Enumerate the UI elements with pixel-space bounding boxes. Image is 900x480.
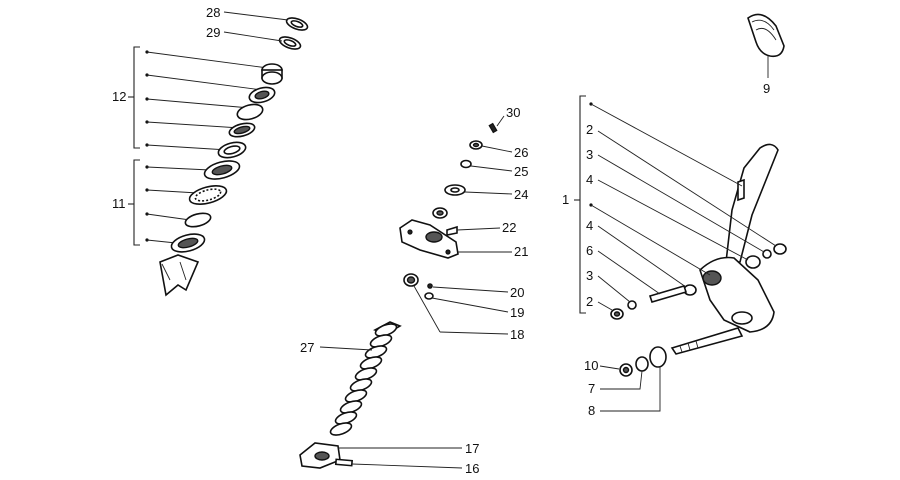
callout-26: 26 [514, 145, 528, 160]
callout-8: 8 [588, 403, 595, 418]
nut-20 [427, 283, 433, 289]
callout-21: 21 [514, 244, 528, 259]
callout-19: 19 [510, 305, 524, 320]
callout-9: 9 [763, 81, 770, 96]
callout-28: 28 [206, 5, 220, 20]
steering-bearing-assembly: 12 11 [112, 5, 309, 297]
washer-19 [424, 292, 434, 300]
callout-4a: 4 [586, 172, 593, 187]
callout-27: 27 [300, 340, 314, 355]
kick-lever-arm [725, 143, 779, 263]
washer-7 [635, 356, 649, 372]
callout-2a: 2 [586, 122, 593, 137]
bush-2-upper [773, 243, 787, 255]
o-ring-4-upper [745, 255, 761, 269]
callout-12: 12 [112, 89, 126, 104]
lower-race [184, 212, 212, 228]
fork-stem [159, 254, 200, 297]
callout-18: 18 [510, 327, 524, 342]
callout-30: 30 [506, 105, 520, 120]
nut-25 [460, 159, 472, 169]
callout-20: 20 [510, 285, 524, 300]
coil-spring-27 [329, 323, 398, 436]
bracket-12 [133, 46, 140, 149]
callout-17: 17 [465, 441, 479, 456]
screw-22 [446, 225, 458, 236]
callout-25: 25 [514, 164, 528, 179]
plate-assembly: 30 26 25 24 22 21 18 19 20 [399, 105, 528, 342]
washer-3-upper [762, 249, 772, 259]
screw-16 [334, 458, 354, 467]
callout-1: 1 [562, 192, 569, 207]
pin-30 [488, 122, 498, 134]
callout-16: 16 [465, 461, 479, 476]
upper-race [236, 103, 264, 121]
callout-6: 6 [586, 243, 593, 258]
bracket-11 [133, 159, 140, 246]
kick-shaft [670, 327, 744, 355]
bracket-1 [579, 95, 586, 314]
callout-2b: 2 [586, 294, 593, 309]
spring-assembly: 27 17 16 [299, 321, 479, 476]
kick-start-assembly: 9 1 2 3 4 [562, 13, 787, 418]
callout-10: 10 [584, 358, 598, 373]
callout-29: 29 [206, 25, 220, 40]
callout-24: 24 [514, 187, 528, 202]
callout-7: 7 [588, 381, 595, 396]
circlip-8 [649, 346, 667, 368]
pin-6 [648, 285, 688, 303]
callout-3a: 3 [586, 147, 593, 162]
callout-22: 22 [502, 220, 516, 235]
washer-3-lower [627, 300, 637, 310]
callout-11: 11 [112, 196, 126, 211]
callout-3b: 3 [586, 268, 593, 283]
pedal-rubber-9 [747, 13, 785, 58]
callout-4b: 4 [586, 218, 593, 233]
